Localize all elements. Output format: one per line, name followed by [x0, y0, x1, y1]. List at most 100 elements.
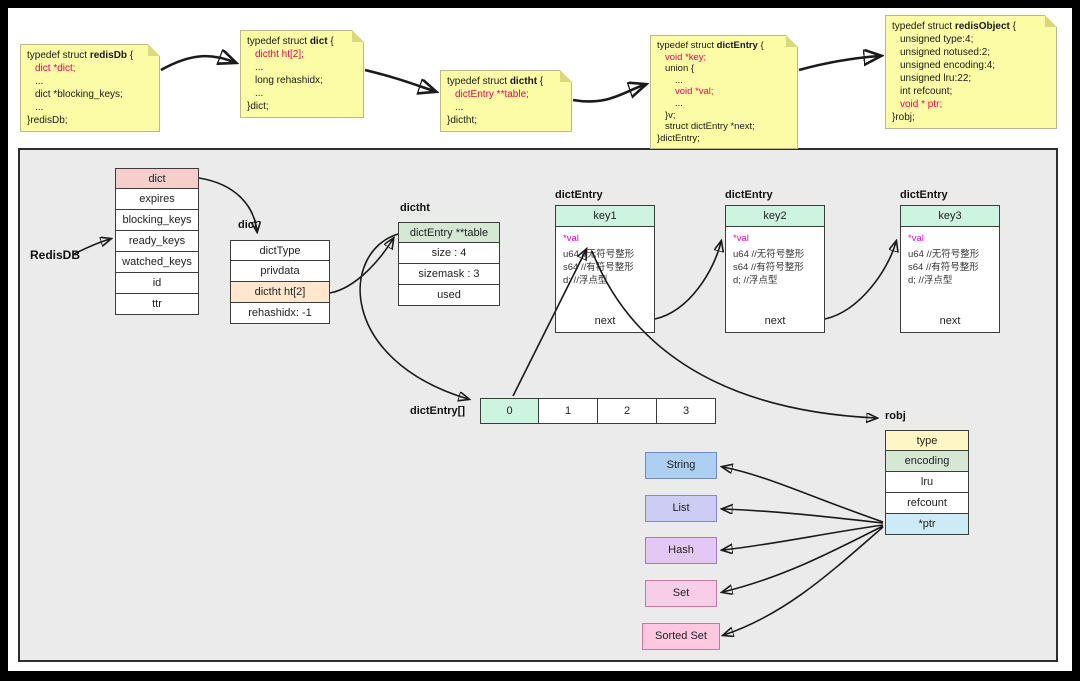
- code-note-dictht: typedef struct dictht { dictEntry **tabl…: [440, 70, 572, 132]
- entry-val: *val: [733, 233, 749, 244]
- code-line: }dictht;: [447, 115, 478, 126]
- table-row-ttr: ttr: [115, 294, 199, 315]
- entry-key: key2: [725, 205, 825, 227]
- entry-union-line: s64 //有符号整形: [908, 262, 979, 273]
- dictentry-node-key3: key3 *val u64 //无符号整形 s64 //有符号整形 d; //浮…: [900, 205, 1000, 333]
- value-type-set: Set: [645, 580, 717, 607]
- table-row-rehashidx: rehashidx: -1: [230, 303, 330, 324]
- code-line: unsigned notused:2;: [900, 47, 991, 58]
- table-row-privdata: privdata: [230, 261, 330, 282]
- robj-label: robj: [885, 410, 906, 422]
- code-line: void * ptr;: [900, 99, 943, 110]
- entry-key: key3: [900, 205, 1000, 227]
- table-row-ready-keys: ready_keys: [115, 231, 199, 252]
- table-row-sizemask: sizemask : 3: [398, 264, 500, 285]
- table-row-refcount: refcount: [885, 493, 969, 514]
- entry-union-body: *val u64 //无符号整形 s64 //有符号整形 d; //浮点型: [725, 227, 825, 311]
- code-line: dict *blocking_keys;: [35, 89, 123, 100]
- code-line: union {: [665, 63, 695, 75]
- array-cell-2: 2: [598, 398, 657, 424]
- code-line: }dict;: [247, 101, 269, 112]
- code-line: typedef struct redisDb {: [27, 50, 134, 61]
- code-line: ...: [35, 102, 44, 113]
- array-cell-3: 3: [657, 398, 716, 424]
- table-row-table-ptr: dictEntry **table: [398, 222, 500, 243]
- table-row-expires: expires: [115, 189, 199, 210]
- table-row-ptr: *ptr: [885, 514, 969, 535]
- dictht-struct-table: dictEntry **table size : 4 sizemask : 3 …: [398, 222, 500, 306]
- code-line: ...: [675, 74, 683, 86]
- table-row-size: size : 4: [398, 243, 500, 264]
- code-line: }robj;: [892, 112, 915, 123]
- robj-struct-table: type encoding lru refcount *ptr: [885, 430, 969, 535]
- code-line: ...: [255, 88, 264, 99]
- value-type-hash: Hash: [645, 537, 717, 564]
- code-line: ...: [255, 62, 264, 73]
- redisdb-label: RedisDB: [30, 248, 81, 262]
- table-row-lru: lru: [885, 472, 969, 493]
- dictentry-array: 0 1 2 3: [480, 398, 716, 424]
- entry-union-body: *val u64 //无符号整形 s64 //有符号整形 d; //浮点型: [555, 227, 655, 311]
- code-note-redisobject: typedef struct redisObject { unsigned ty…: [885, 15, 1057, 129]
- entry-union-line: d; //浮点型: [563, 275, 608, 286]
- code-line: typedef struct dictht {: [447, 76, 544, 87]
- array-cell-1: 1: [539, 398, 598, 424]
- dict-label: dict: [238, 219, 258, 231]
- entry-union-line: s64 //有符号整形: [733, 262, 804, 273]
- entry-union-line: d; //浮点型: [733, 275, 778, 286]
- dictentry-node-key2: key2 *val u64 //无符号整形 s64 //有符号整形 d; //浮…: [725, 205, 825, 333]
- value-type-string: String: [645, 452, 717, 479]
- code-line: typedef struct dictEntry {: [657, 40, 764, 51]
- entry-next: next: [900, 311, 1000, 333]
- code-line: int refcount;: [900, 86, 953, 97]
- dictentry-label-1: dictEntry: [555, 189, 603, 201]
- code-line: unsigned lru:22;: [900, 73, 972, 84]
- code-line: }dictEntry;: [657, 132, 700, 144]
- entry-next: next: [555, 311, 655, 333]
- code-note-redisdb: typedef struct redisDb { dict *dict; ...…: [20, 44, 160, 132]
- entry-union-body: *val u64 //无符号整形 s64 //有符号整形 d; //浮点型: [900, 227, 1000, 311]
- table-row-dicttype: dictType: [230, 240, 330, 261]
- code-note-dict: typedef struct dict { dictht ht[2]; ... …: [240, 30, 364, 118]
- value-type-sorted-set: Sorted Set: [642, 623, 720, 650]
- entry-union-line: u64 //无符号整形: [908, 249, 980, 260]
- code-line: typedef struct dict {: [247, 36, 334, 47]
- entry-union-line: d; //浮点型: [908, 275, 953, 286]
- table-row-encoding: encoding: [885, 451, 969, 472]
- value-type-list: List: [645, 495, 717, 522]
- table-row-blocking-keys: blocking_keys: [115, 210, 199, 231]
- code-line: }v;: [665, 109, 676, 121]
- code-line: ...: [675, 97, 683, 109]
- entry-key: key1: [555, 205, 655, 227]
- code-line: typedef struct redisObject {: [892, 21, 1016, 32]
- code-line: }redisDb;: [27, 115, 68, 126]
- code-line: ...: [35, 76, 44, 87]
- code-line: dict *dict;: [35, 63, 76, 74]
- diagram-canvas: typedef struct redisDb { dict *dict; ...…: [8, 8, 1072, 671]
- code-line: void *key;: [665, 51, 707, 63]
- dictht-label: dictht: [400, 202, 430, 214]
- array-cell-0: 0: [480, 398, 539, 424]
- dictentry-array-label: dictEntry[]: [410, 405, 465, 417]
- entry-union-line: u64 //无符号整形: [733, 249, 805, 260]
- dict-struct-table: dictType privdata dictht ht[2] rehashidx…: [230, 240, 330, 324]
- code-line: void *val;: [675, 86, 714, 98]
- code-line: unsigned encoding:4;: [900, 60, 996, 71]
- entry-next: next: [725, 311, 825, 333]
- code-line: long rehashidx;: [255, 75, 323, 86]
- redisdb-struct-table: dict expires blocking_keys ready_keys wa…: [115, 168, 199, 315]
- table-row-id: id: [115, 273, 199, 294]
- code-note-dictentry: typedef struct dictEntry { void *key; un…: [650, 35, 798, 150]
- entry-val: *val: [908, 233, 924, 244]
- code-line: ...: [455, 102, 464, 113]
- dictentry-label-2: dictEntry: [725, 189, 773, 201]
- dictentry-node-key1: key1 *val u64 //无符号整形 s64 //有符号整形 d; //浮…: [555, 205, 655, 333]
- entry-val: *val: [563, 233, 579, 244]
- code-line: dictEntry **table;: [455, 89, 529, 100]
- code-line: dictht ht[2];: [255, 49, 304, 60]
- table-row-watched-keys: watched_keys: [115, 252, 199, 273]
- code-line: unsigned type:4;: [900, 34, 974, 45]
- table-row-type: type: [885, 430, 969, 451]
- table-row-used: used: [398, 285, 500, 306]
- code-line: struct dictEntry *next;: [665, 121, 755, 133]
